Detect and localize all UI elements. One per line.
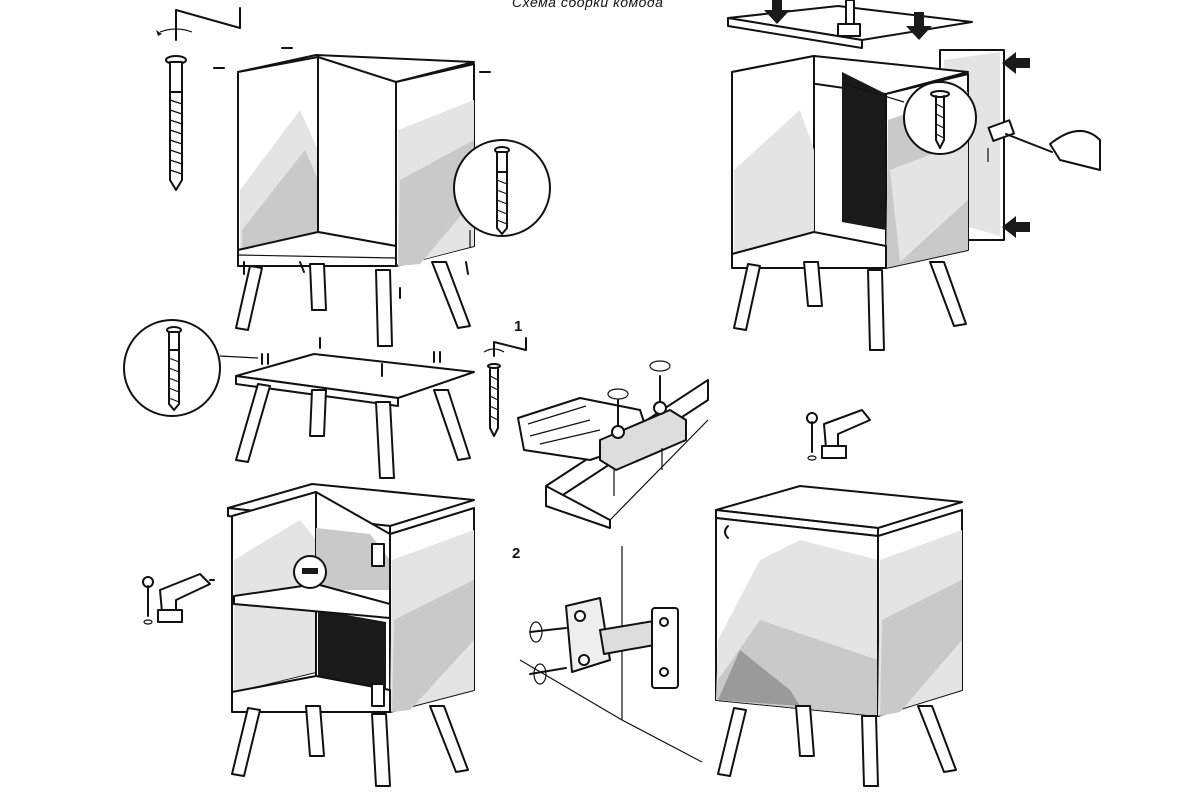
step-2-label: 2 [512,545,521,562]
hammer-icon [987,119,1101,171]
cabinet-with-shelf [227,483,475,787]
screw-detail-magnifier-2 [843,81,977,155]
hinge-mounting-step-1 [517,360,709,529]
closed-cabinet [715,485,963,787]
allen-key-icon [156,7,241,41]
cabinet-top-back [727,0,1030,351]
drill-icon [142,573,215,625]
arrow-icon [764,0,1030,238]
hinge-mounting-step-2 [519,546,703,763]
frame-with-legs [213,47,491,347]
screwdriver-small-icon [806,409,871,461]
base-with-legs [235,337,475,479]
screw-detail-magnifier-3 [123,319,259,417]
allen-key-small-icon [483,337,527,437]
screwdriver-icon [837,0,861,37]
screw-icon [165,55,187,191]
screw-detail-magnifier [453,139,551,248]
diagram-title: Схема сборки комода [512,0,664,10]
step-1-label: 1 [514,318,523,335]
